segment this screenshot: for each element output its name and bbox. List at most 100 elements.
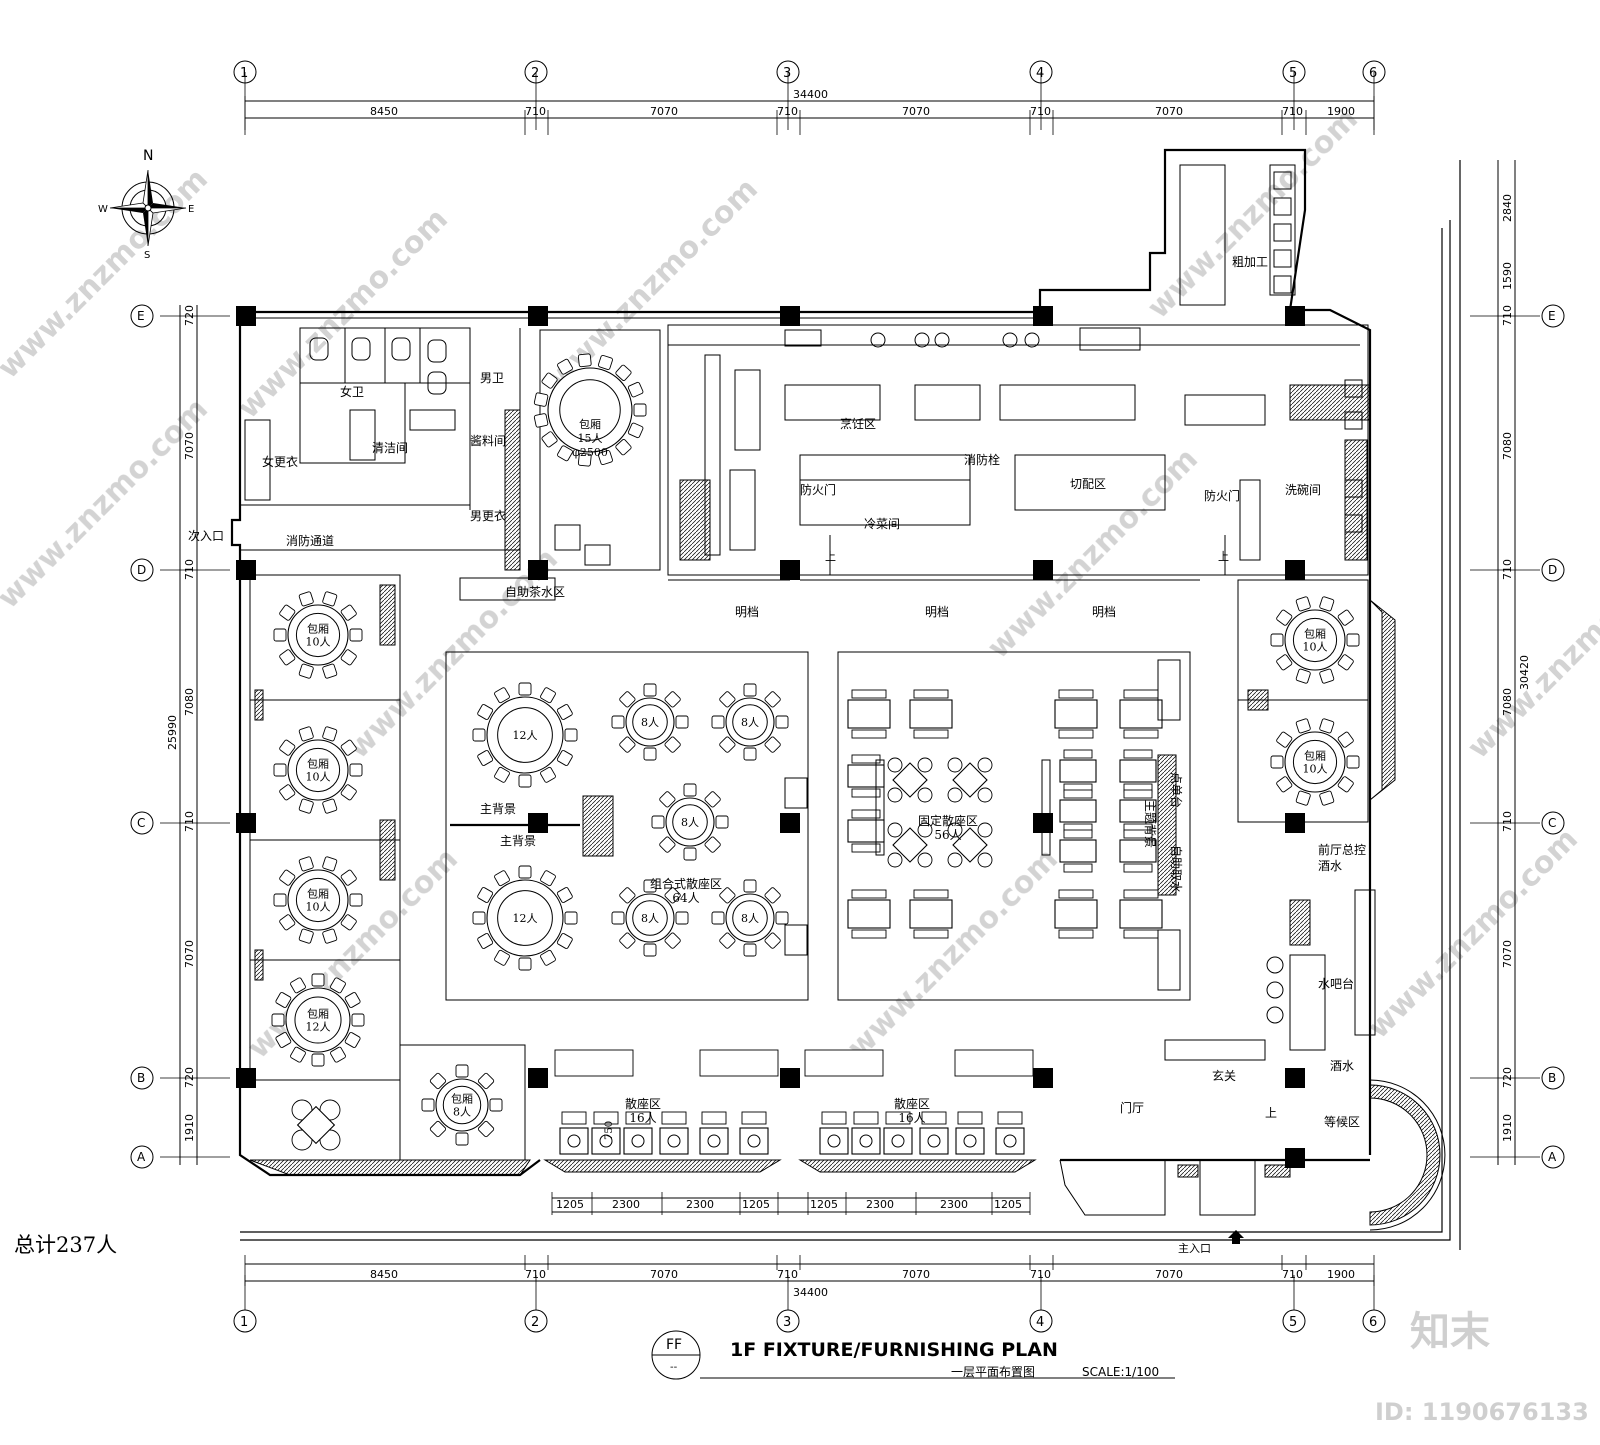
room-label-main-entrance: 主入口: [1178, 1242, 1211, 1255]
svg-text:D: D: [137, 563, 146, 577]
chair: [472, 911, 486, 925]
room-label-bar: 水吧台: [1318, 976, 1354, 991]
grid-bubble-left-A: A: [130, 1145, 154, 1169]
grid-bubble-bottom-2: 2: [524, 1309, 548, 1333]
chair: [494, 687, 510, 704]
room-label-main-backdrop-2: 主背景: [500, 834, 536, 848]
chair: [518, 865, 532, 879]
chair: [764, 932, 781, 949]
chair: [322, 856, 338, 872]
chair: [775, 911, 789, 925]
room-label-open-pass-3: 明档: [1092, 605, 1116, 619]
booth-table: [659, 1111, 689, 1155]
dim-bay: 1205: [810, 1198, 838, 1211]
divider: [875, 759, 885, 856]
chair: [1319, 596, 1335, 612]
room-label-lobby: 门厅: [1120, 1100, 1144, 1115]
dim-right-seg: 7080: [1501, 432, 1514, 460]
grid-bubble-right-C: C: [1541, 811, 1565, 835]
chair: [340, 869, 357, 886]
chair: [340, 784, 357, 801]
booth-seating: 散座区 16人 散座区 16人 750: [554, 1049, 1034, 1155]
chair: [704, 836, 721, 853]
chair: [1346, 755, 1360, 769]
window-bay-dimensions: 1205 2300 2300 1205 1205 2300 2300 1205: [551, 1192, 1031, 1215]
chair: [429, 1072, 447, 1090]
chair: [455, 1132, 469, 1146]
lazy-susan: [1292, 739, 1338, 785]
vip-room-capacity: 15人: [578, 432, 603, 445]
chair: [494, 949, 510, 966]
chair: [322, 928, 338, 944]
room-label-combo-area-cap: 64人: [672, 891, 699, 905]
booth-table: [919, 1111, 949, 1155]
vip-table-15: [533, 353, 647, 467]
lazy-susan: [497, 890, 553, 946]
table-label: 8人: [741, 716, 759, 729]
table-label: 包厢: [451, 1093, 473, 1106]
banquette: [554, 1049, 634, 1077]
table-label: 包厢: [1304, 628, 1326, 641]
booth-table: [1119, 829, 1157, 873]
lazy-susan: [295, 612, 341, 658]
chair: [664, 932, 681, 949]
chair: [518, 774, 532, 788]
table-label: 8人: [641, 716, 659, 729]
chair: [643, 747, 657, 761]
title-tag-sub: --: [670, 1362, 678, 1373]
chair: [322, 798, 338, 814]
booth-table: [955, 1111, 985, 1155]
chair: [540, 687, 556, 704]
kitchen-block: 烹饪区 防火门 冷菜间 消防栓 切配区 防火门 洗碗间 粗加工 上 上 明档 明…: [667, 164, 1371, 619]
room-label-hydrant: 消防栓: [964, 452, 1000, 467]
room-label-self-tea: 自助茶水区: [505, 584, 565, 599]
table-label: 包厢: [307, 888, 329, 901]
dim-bay: 1205: [742, 1198, 770, 1211]
chair: [541, 372, 558, 389]
chair: [619, 887, 636, 904]
svg-text:6: 6: [1369, 66, 1377, 81]
chair: [279, 784, 296, 801]
chair: [675, 911, 689, 925]
lazy-susan: [559, 379, 621, 441]
chair: [556, 887, 573, 903]
dim-bottom-seg: 710: [525, 1268, 546, 1281]
dim-top-seg: 710: [1030, 105, 1051, 118]
svg-text:C: C: [1548, 816, 1556, 830]
chair: [330, 1046, 346, 1063]
table-label: 12人: [513, 912, 538, 925]
dimension-right: 30420 2840 1590 710 7080 710 7080 710 70…: [1497, 160, 1531, 1165]
room-label-open-pass-2: 明档: [925, 605, 949, 619]
dim-right-seg: 1590: [1501, 262, 1514, 290]
chair: [719, 887, 736, 904]
corner-watermark: 知末 ID: 1190676133: [1375, 1309, 1589, 1426]
room-label-order-counter: 点单台: [1169, 772, 1184, 808]
chair: [611, 911, 625, 925]
room-label-theme-backdrop: 主题背景: [1143, 800, 1157, 848]
chair: [664, 691, 681, 708]
table-label: 8人: [681, 816, 699, 829]
chair: [556, 704, 573, 720]
chair: [619, 932, 636, 949]
table-label: 10人: [306, 636, 331, 649]
table-label: 10人: [306, 901, 331, 914]
chair: [775, 715, 789, 729]
chair: [311, 973, 325, 987]
grid-bubble-top-5: 5: [1282, 60, 1306, 84]
svg-text:1: 1: [240, 1315, 248, 1330]
chair: [349, 893, 363, 907]
room-label-prep: 切配区: [1070, 477, 1106, 491]
booth-table: [591, 1111, 621, 1155]
lazy-susan: [497, 707, 553, 763]
lazy-susan: [672, 804, 708, 840]
title-main: 1F FIXTURE/FURNISHING PLAN: [730, 1339, 1058, 1361]
watermark-site: www.znzmo.com: [1361, 822, 1585, 1046]
chair: [279, 649, 296, 666]
room-label-seasoning: 酱料间: [470, 433, 506, 448]
chair: [421, 1098, 435, 1112]
grid-bubble-left-B: B: [130, 1066, 154, 1090]
grid-bubble-left-D: D: [130, 558, 154, 582]
room-label-booth-1: 散座区: [625, 1096, 661, 1111]
